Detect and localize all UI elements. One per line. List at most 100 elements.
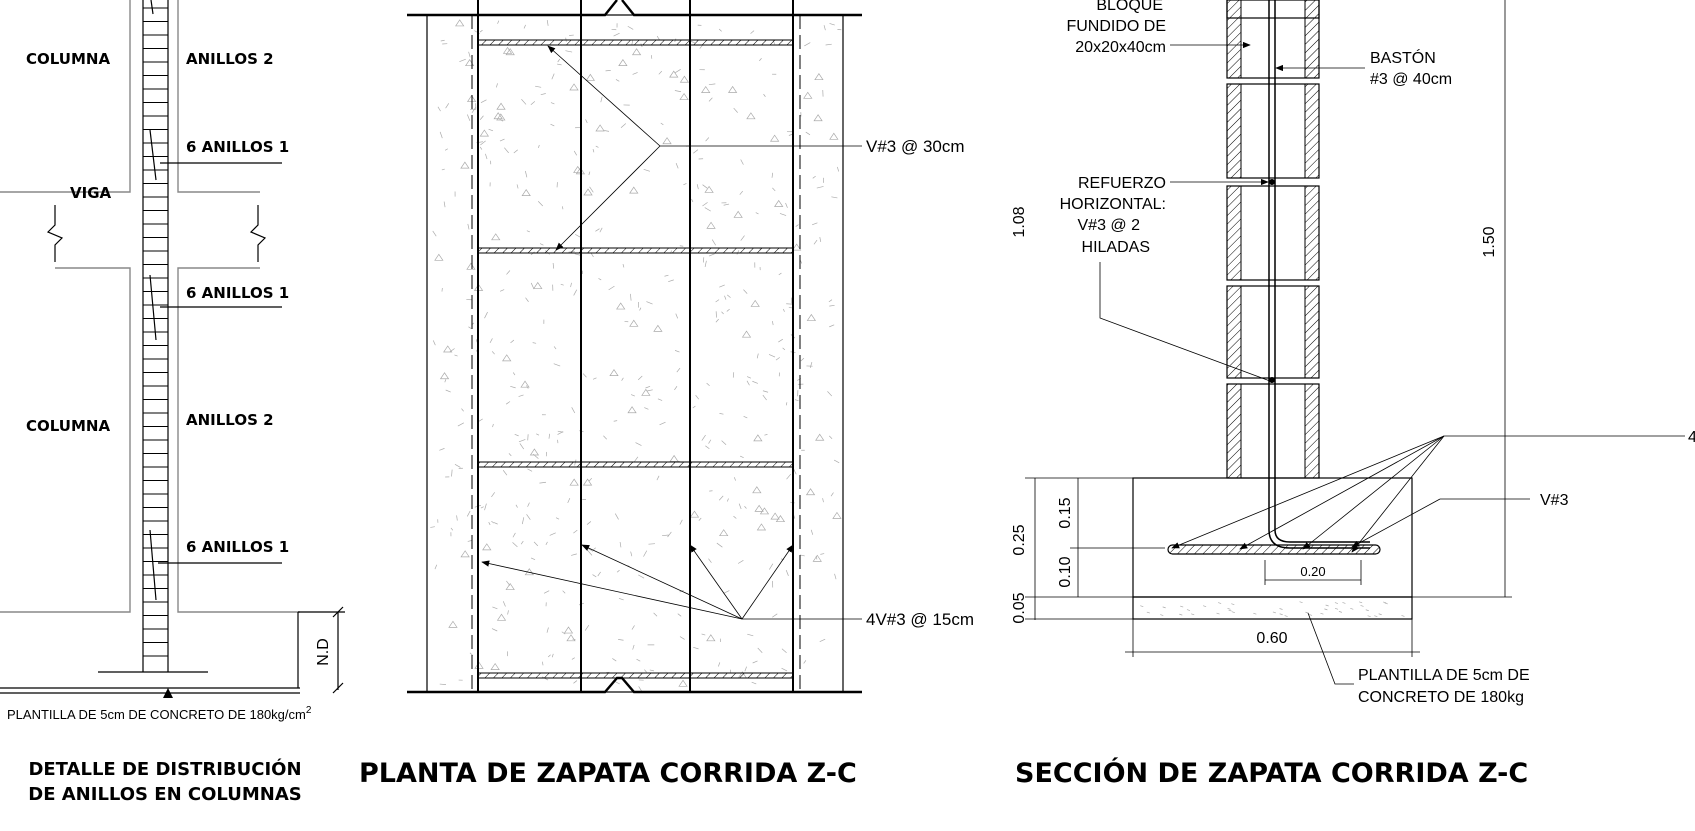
concrete-speck bbox=[721, 440, 727, 445]
leader-4-arrow-b bbox=[1239, 435, 1445, 550]
concrete-speck bbox=[608, 285, 615, 291]
label-plantilla-2: CONCRETO DE 180kg bbox=[1358, 689, 1524, 706]
plantilla-speck bbox=[1228, 609, 1232, 612]
concrete-speck bbox=[595, 145, 599, 148]
concrete-speck bbox=[828, 299, 833, 303]
concrete-speck bbox=[543, 590, 550, 594]
concrete-speck bbox=[479, 129, 490, 137]
plantilla-speck bbox=[1401, 615, 1405, 617]
plan-break-top bbox=[407, 0, 862, 17]
concrete-speck bbox=[679, 245, 684, 247]
concrete-speck bbox=[833, 459, 840, 464]
plantilla-speck bbox=[1350, 608, 1354, 610]
concrete-speck bbox=[443, 345, 453, 353]
concrete-speck bbox=[616, 569, 620, 573]
concrete-speck bbox=[548, 433, 551, 439]
concrete-speck bbox=[630, 394, 635, 397]
column-outline-bottom-left bbox=[0, 267, 131, 613]
arrow-4v3-a bbox=[481, 560, 743, 620]
plantilla-speck bbox=[1186, 609, 1191, 611]
concrete-speck bbox=[675, 163, 679, 169]
concrete-speck bbox=[662, 137, 672, 145]
concrete-speck bbox=[490, 662, 500, 670]
concrete-speck bbox=[459, 58, 466, 63]
concrete-speck bbox=[525, 297, 529, 302]
concrete-speck bbox=[799, 554, 805, 557]
concrete-speck bbox=[499, 138, 505, 142]
concrete-speck bbox=[721, 311, 724, 315]
left-title-line2: DE ANILLOS EN COLUMNAS bbox=[28, 784, 301, 805]
concrete-speck bbox=[693, 647, 699, 650]
concrete-speck bbox=[510, 386, 516, 389]
concrete-speck bbox=[803, 91, 813, 99]
label-columna-top: COLUMNA bbox=[26, 50, 110, 68]
concrete-speck bbox=[620, 123, 627, 129]
concrete-speck bbox=[637, 375, 643, 381]
concrete-speck bbox=[683, 183, 687, 186]
label-anillos1-a: 6 ANILLOS 1 bbox=[186, 138, 289, 156]
concrete-speck bbox=[638, 686, 643, 692]
concrete-speck bbox=[485, 153, 488, 160]
concrete-speck bbox=[753, 434, 763, 442]
concrete-speck bbox=[506, 270, 511, 275]
concrete-speck bbox=[497, 20, 500, 24]
concrete-speck bbox=[744, 505, 747, 509]
concrete-speck bbox=[562, 590, 566, 594]
concrete-speck bbox=[813, 114, 823, 122]
concrete-speck bbox=[632, 644, 635, 650]
concrete-speck bbox=[674, 350, 680, 353]
concrete-speck bbox=[570, 282, 572, 288]
label-baston-2: #3 @ 40cm bbox=[1370, 71, 1452, 88]
concrete-speck bbox=[829, 324, 835, 328]
plantilla-speck bbox=[1365, 609, 1369, 612]
concrete-speck bbox=[803, 660, 807, 664]
concrete-speck bbox=[520, 380, 530, 388]
plantilla-speck bbox=[1279, 613, 1283, 616]
concrete-speck bbox=[585, 73, 595, 81]
concrete-speck bbox=[667, 531, 672, 538]
baston-bar-inner bbox=[1274, 0, 1370, 543]
concrete-speck bbox=[592, 149, 595, 153]
label-plantilla-1: PLANTILLA DE 5cm DE bbox=[1358, 667, 1530, 684]
concrete-speck bbox=[702, 202, 708, 207]
concrete-speck bbox=[479, 29, 483, 33]
concrete-speck bbox=[756, 523, 767, 531]
concrete-speck bbox=[595, 124, 605, 132]
concrete-speck bbox=[552, 262, 555, 269]
concrete-speck bbox=[471, 107, 476, 114]
concrete-speck bbox=[716, 542, 723, 548]
concrete-speck bbox=[785, 402, 788, 406]
plantilla-speck bbox=[1284, 615, 1288, 617]
concrete-speck bbox=[521, 517, 525, 525]
concrete-speck bbox=[536, 433, 540, 436]
concrete-speck bbox=[537, 200, 544, 207]
concrete-speck bbox=[751, 681, 757, 685]
concrete-speck bbox=[491, 521, 495, 524]
nd-tick-top bbox=[332, 606, 344, 618]
concrete-speck bbox=[539, 481, 547, 484]
concrete-speck bbox=[538, 144, 540, 148]
concrete-speck bbox=[698, 517, 702, 521]
concrete-speck bbox=[708, 253, 715, 257]
concrete-speck bbox=[618, 597, 624, 601]
concrete-speck bbox=[512, 372, 516, 376]
concrete-speck bbox=[491, 351, 495, 355]
plantilla-speck bbox=[1218, 602, 1222, 604]
concrete-speck bbox=[659, 421, 666, 426]
plantilla-speck bbox=[1383, 601, 1387, 604]
concrete-speck bbox=[834, 573, 837, 580]
concrete-speck bbox=[616, 302, 626, 310]
concrete-speck bbox=[569, 478, 579, 486]
concrete-speck bbox=[512, 542, 518, 548]
concrete-speck bbox=[491, 492, 495, 498]
plantilla-speck bbox=[1146, 611, 1150, 614]
concrete-speck bbox=[530, 101, 536, 106]
concrete-speck bbox=[516, 184, 519, 189]
tie-mark-top bbox=[150, 0, 154, 15]
concrete-speck bbox=[630, 551, 633, 557]
block-shell-left bbox=[1226, 285, 1242, 379]
concrete-speck bbox=[502, 470, 508, 476]
concrete-speck bbox=[747, 633, 754, 637]
arrow-4v3-d bbox=[741, 544, 794, 620]
concrete-speck bbox=[810, 529, 814, 535]
